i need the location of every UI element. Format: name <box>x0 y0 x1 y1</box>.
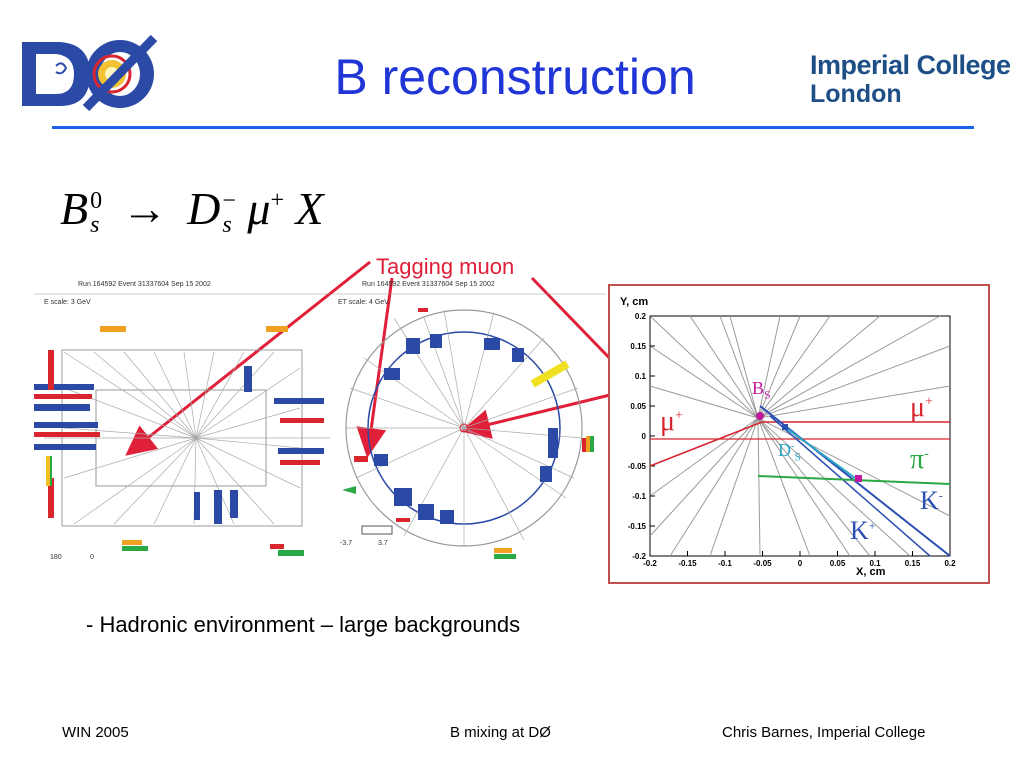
title-divider <box>52 126 974 129</box>
middle-display-high: 3.7 <box>378 540 388 547</box>
label-mu-right: μ+ <box>910 392 933 423</box>
footer-center: B mixing at DØ <box>450 724 551 741</box>
label-kplus: K+ <box>850 516 876 545</box>
event-display-side-view: Run 164592 Event 31337604 Sep 15 2002 E … <box>34 278 336 570</box>
middle-display-scale: ET scale: 4 GeV <box>338 299 389 306</box>
left-display-bottom-label-right: 0 <box>90 554 94 561</box>
d0-logo <box>12 34 162 114</box>
x-tick-label: -0.1 <box>718 559 732 568</box>
middle-display-low: -3.7 <box>340 540 353 547</box>
label-kminus: K- <box>920 486 943 515</box>
background-track <box>757 417 851 557</box>
background-track <box>757 417 761 557</box>
y-tick-label: -0.05 <box>628 462 647 471</box>
background-track <box>729 315 759 419</box>
x-tick-label: 0.1 <box>869 559 881 568</box>
label-pi: π- <box>910 444 929 475</box>
left-display-bottom-label: 180 <box>50 554 62 561</box>
background-track <box>649 345 759 419</box>
x-tick-label: 0 <box>798 559 803 568</box>
y-tick-label: -0.1 <box>632 492 646 501</box>
vertex-y-axis-label: Y, cm <box>620 296 649 308</box>
background-track <box>649 315 759 419</box>
footer-left: WIN 2005 <box>62 724 129 741</box>
background-track <box>649 385 759 419</box>
background-track <box>757 315 831 419</box>
background-track <box>757 417 811 557</box>
background-track <box>757 345 951 419</box>
background-track <box>757 417 911 557</box>
x-tick-label: 0.15 <box>905 559 921 568</box>
vertex-plot-panel: 0.2 0.15 0.1 0.05 0 -0.05 -0.1 -0.15 -0.2-0.2 -0.… <box>608 284 990 584</box>
y-tick-label: 0.2 <box>635 312 647 321</box>
background-track <box>757 315 941 419</box>
label-bs: BS <box>752 378 771 402</box>
background-track <box>757 417 871 557</box>
background-track <box>709 417 759 557</box>
background-track <box>689 315 759 419</box>
x-tick-label: -0.15 <box>678 559 697 568</box>
footer-right: Chris Barnes, Imperial College <box>722 724 926 741</box>
event-display-end-view: Run 164592 Event 31337604 Sep 15 2002 ET… <box>334 278 608 570</box>
left-display-scale: E scale: 3 GeV <box>44 299 91 306</box>
left-display-header: Run 164592 Event 31337604 Sep 15 2002 <box>78 281 211 288</box>
middle-display-header: Run 164592 Event 31337604 Sep 15 2002 <box>362 281 495 288</box>
background-track <box>757 385 951 419</box>
y-tick-label: 0 <box>642 432 647 441</box>
x-tick-label: -0.2 <box>643 559 657 568</box>
background-track <box>757 315 781 419</box>
vertex-x-axis-label: X, cm <box>856 566 886 578</box>
y-tick-label: 0.05 <box>630 402 646 411</box>
label-mu-left: μ+ <box>660 406 683 437</box>
tagging-muon-callout: Tagging muon <box>376 254 515 279</box>
background-track <box>757 315 881 419</box>
label-ds: D-S <box>778 440 802 464</box>
background-track <box>757 315 801 419</box>
x-tick-label: 0.05 <box>830 559 846 568</box>
y-tick-label: -0.2 <box>632 552 646 561</box>
y-tick-label: -0.15 <box>628 522 647 531</box>
x-tick-label: -0.05 <box>753 559 772 568</box>
background-track <box>719 315 759 419</box>
background-track <box>649 417 759 537</box>
background-track <box>669 417 759 557</box>
slide-title: B reconstruction <box>334 49 696 105</box>
y-tick-label: 0.1 <box>635 372 647 381</box>
vertex-plot: 0.2 0.15 0.1 0.05 0 -0.05 -0.1 -0.15 -0.2-0.2 -0.… <box>628 312 956 568</box>
x-tick-label: 0.2 <box>944 559 956 568</box>
imperial-logo-line2: London <box>810 80 902 108</box>
bullet-point: - Hadronic environment – large backgroun… <box>86 612 521 637</box>
y-tick-label: 0.15 <box>630 342 646 351</box>
imperial-logo-line1: Imperial College <box>810 50 1011 80</box>
